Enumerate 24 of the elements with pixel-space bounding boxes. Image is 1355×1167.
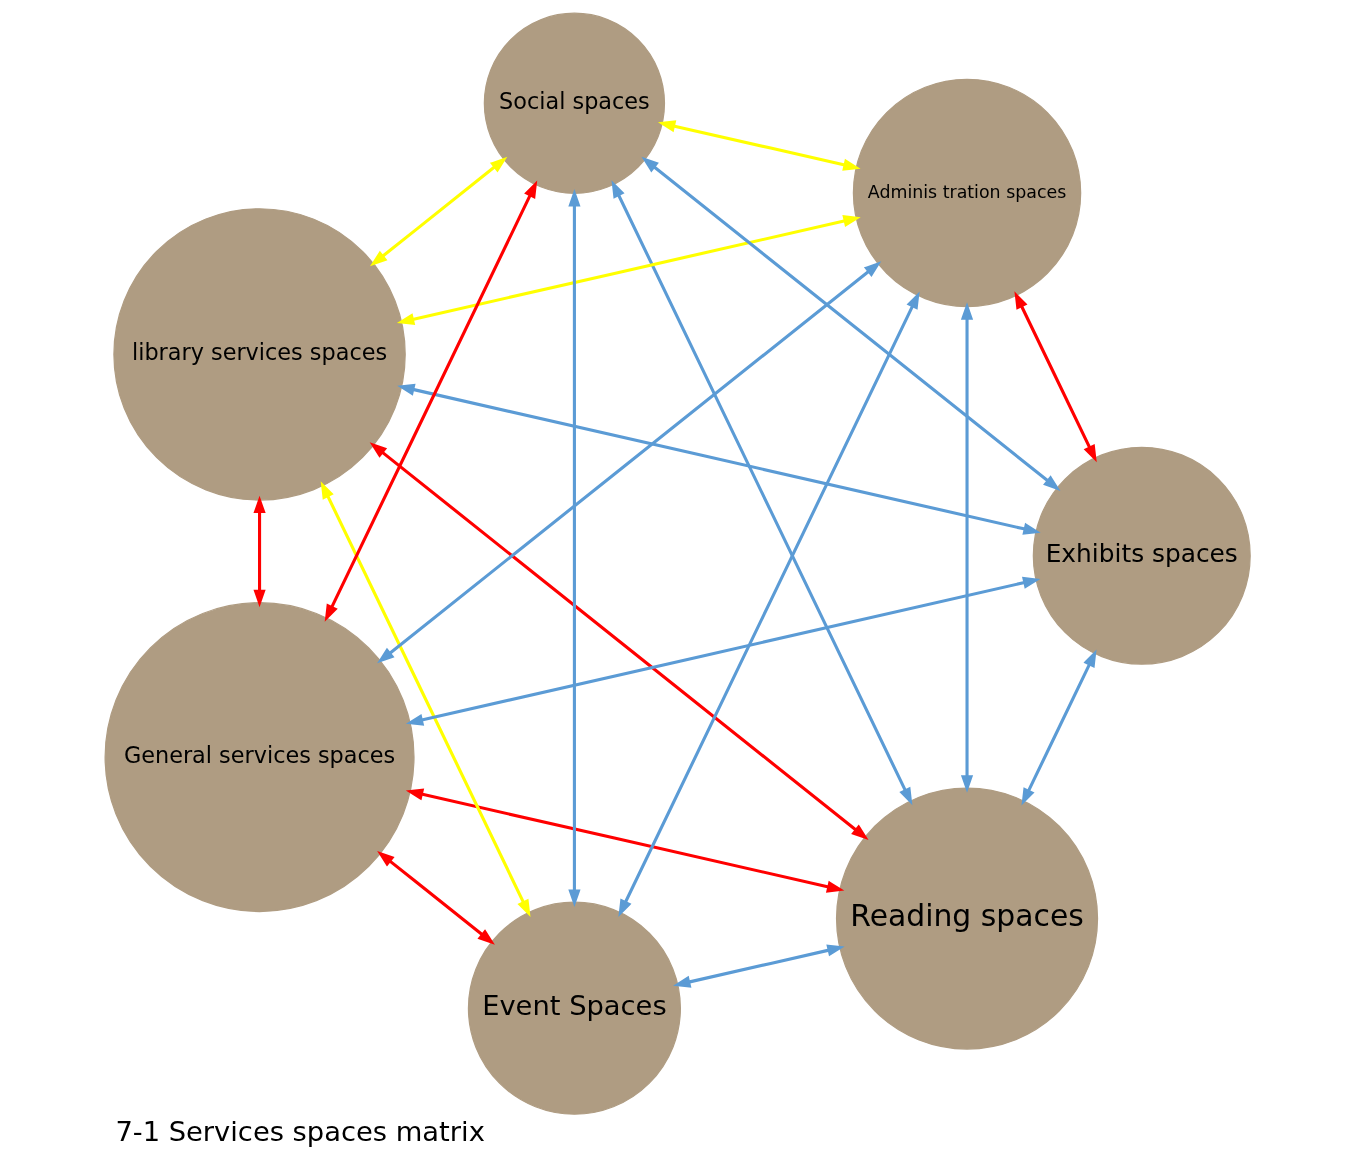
arrow (320, 481, 531, 918)
arrow (568, 189, 581, 908)
arrow (405, 788, 845, 893)
arrow (1014, 291, 1097, 463)
node-circle: Social spaces (483, 12, 666, 194)
arrow (641, 156, 1061, 491)
arrow (377, 850, 495, 945)
arrow (611, 180, 913, 806)
arrow (370, 156, 508, 267)
node-circle: Event Spaces (467, 901, 681, 1115)
arrow (405, 576, 1041, 726)
arrow (253, 495, 266, 608)
arrow (673, 944, 845, 988)
arrow (377, 261, 882, 664)
arrow (324, 180, 538, 622)
arrow (396, 215, 861, 326)
arrow (369, 442, 869, 841)
caption: 7-1 Services spaces matrix (115, 1115, 485, 1147)
arrow (960, 302, 974, 793)
node-circle: Exhibits spaces (1032, 446, 1251, 665)
arrow (618, 291, 920, 917)
arrow (657, 120, 861, 171)
arrow (397, 383, 1041, 535)
arrow (1021, 649, 1097, 806)
